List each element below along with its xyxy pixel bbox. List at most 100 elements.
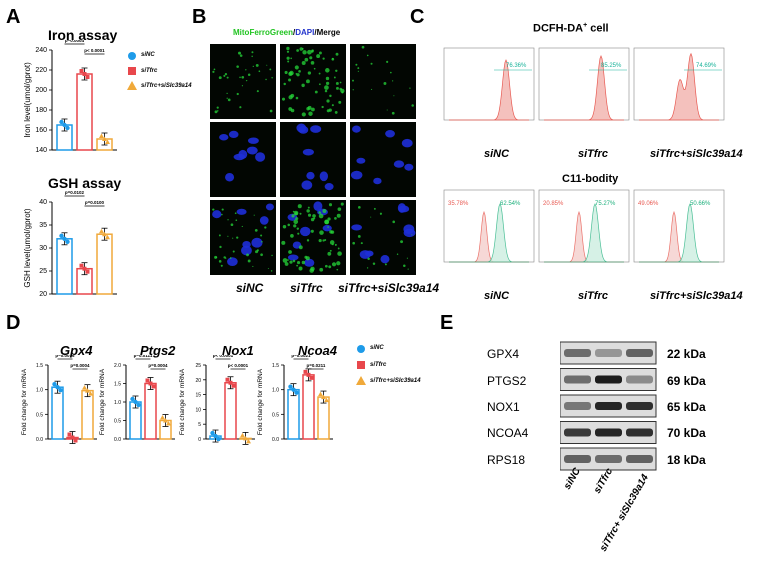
point	[231, 383, 236, 388]
blot-row-3	[560, 421, 657, 444]
y-tick-label: 0.0	[272, 437, 279, 443]
mito-signal	[313, 217, 316, 220]
mito-signal	[281, 240, 286, 245]
panel-label-c: C	[410, 6, 425, 28]
y-tick-label: 220	[35, 67, 47, 74]
mito-signal	[403, 264, 406, 267]
point	[70, 435, 75, 440]
blot-bands	[560, 341, 657, 471]
point	[160, 415, 165, 420]
mito-signal	[241, 225, 243, 228]
mito-signal	[352, 89, 354, 91]
mito-signal	[229, 257, 232, 259]
dcf-title-text: DCFH-DA	[533, 22, 584, 35]
band	[595, 375, 622, 384]
mito-signal	[260, 253, 263, 257]
mito-signal	[337, 251, 342, 256]
micro-cond-2: siTfrc	[290, 281, 323, 295]
y-tick-label: 240	[35, 47, 47, 54]
mito-signal	[310, 266, 315, 272]
mito-signal	[235, 219, 238, 222]
mito-signal	[328, 203, 333, 207]
mito-signal	[396, 253, 399, 255]
mito-signal	[384, 263, 387, 266]
nucleus	[352, 125, 361, 133]
mito-signal	[318, 72, 321, 75]
mito-signal	[310, 61, 315, 65]
mito-signal	[232, 250, 235, 253]
point	[58, 388, 63, 393]
y-axis-label: Fold change for mRNA	[179, 368, 186, 435]
bar-0	[51, 386, 64, 440]
nucleus	[306, 171, 315, 180]
p-value-2: p=0.0004	[148, 363, 168, 368]
mito-signal	[316, 54, 321, 59]
kda-ptgs2: 69 kDa	[667, 374, 706, 388]
mito-signal	[245, 79, 248, 82]
dcf-cond-1: siNC	[484, 148, 510, 160]
mito-signal	[322, 209, 327, 214]
mito-signal	[271, 254, 273, 257]
mito-signal	[357, 67, 360, 69]
y-tick-label: 10	[195, 407, 201, 413]
micro-bg	[210, 44, 276, 119]
mito-signal	[324, 219, 329, 225]
mito-signal	[299, 212, 302, 215]
mito-signal	[295, 73, 298, 75]
flow-frame	[443, 47, 535, 121]
mito-signal	[221, 213, 223, 216]
mito-signal	[269, 109, 273, 113]
y-tick-label: 200	[35, 87, 47, 94]
mito-signal	[241, 75, 245, 79]
mito-signal	[284, 262, 289, 266]
histogram	[639, 52, 719, 121]
p-value-1: p=0.0004	[65, 40, 85, 43]
point	[243, 435, 248, 441]
nucleus	[380, 254, 390, 264]
nucleus	[319, 171, 329, 182]
point	[321, 394, 326, 400]
mito-signal	[296, 264, 299, 267]
mito-signal	[237, 51, 241, 55]
p-value-1: p=0.0076	[55, 355, 75, 358]
nucleus	[247, 137, 259, 144]
gene-ptgs2: Ptgs2	[140, 343, 176, 358]
mito-signal	[336, 268, 339, 271]
legend-a: siNC siTfrc siTfrc+siSlc39a14	[127, 50, 192, 110]
mito-signal	[370, 62, 373, 65]
histogram-green	[449, 203, 529, 263]
y-tick-label: 25	[39, 268, 47, 275]
left-percent: 35.78%	[448, 201, 469, 207]
mito-signal	[322, 239, 325, 242]
point	[99, 133, 104, 138]
blot-row-0	[560, 341, 657, 365]
c11-cond-2: siTfrc	[578, 290, 608, 302]
legend-combo-marker	[127, 81, 137, 90]
p-value-2: p=0.0004	[70, 363, 90, 368]
histogram	[449, 59, 529, 121]
p-value-2: p< 0.0001	[84, 48, 105, 53]
panel-label-b: B	[192, 6, 207, 28]
band	[564, 402, 591, 410]
mito-signal	[312, 214, 316, 218]
mito-signal	[226, 97, 228, 99]
mito-signal	[360, 242, 363, 245]
nucleus	[259, 216, 269, 225]
mito-signal	[306, 106, 310, 111]
mito-signal	[282, 225, 287, 229]
mito-signal	[269, 68, 272, 71]
micrograph-grid	[210, 44, 418, 276]
mito-signal	[306, 79, 310, 84]
micrograph-r1-c1	[280, 122, 346, 197]
mito-signal	[260, 234, 263, 237]
mito-signal	[324, 264, 328, 268]
mito-signal	[234, 212, 237, 215]
gene-ncoa4: Ncoa4	[298, 343, 338, 358]
mito-signal	[294, 211, 298, 216]
bar-1	[302, 374, 315, 440]
y-tick-label: 0.5	[272, 412, 279, 418]
flow-plot-c11-1: 20.85%75.27%	[538, 189, 630, 263]
stain-blue-label: DAPI	[295, 28, 315, 37]
